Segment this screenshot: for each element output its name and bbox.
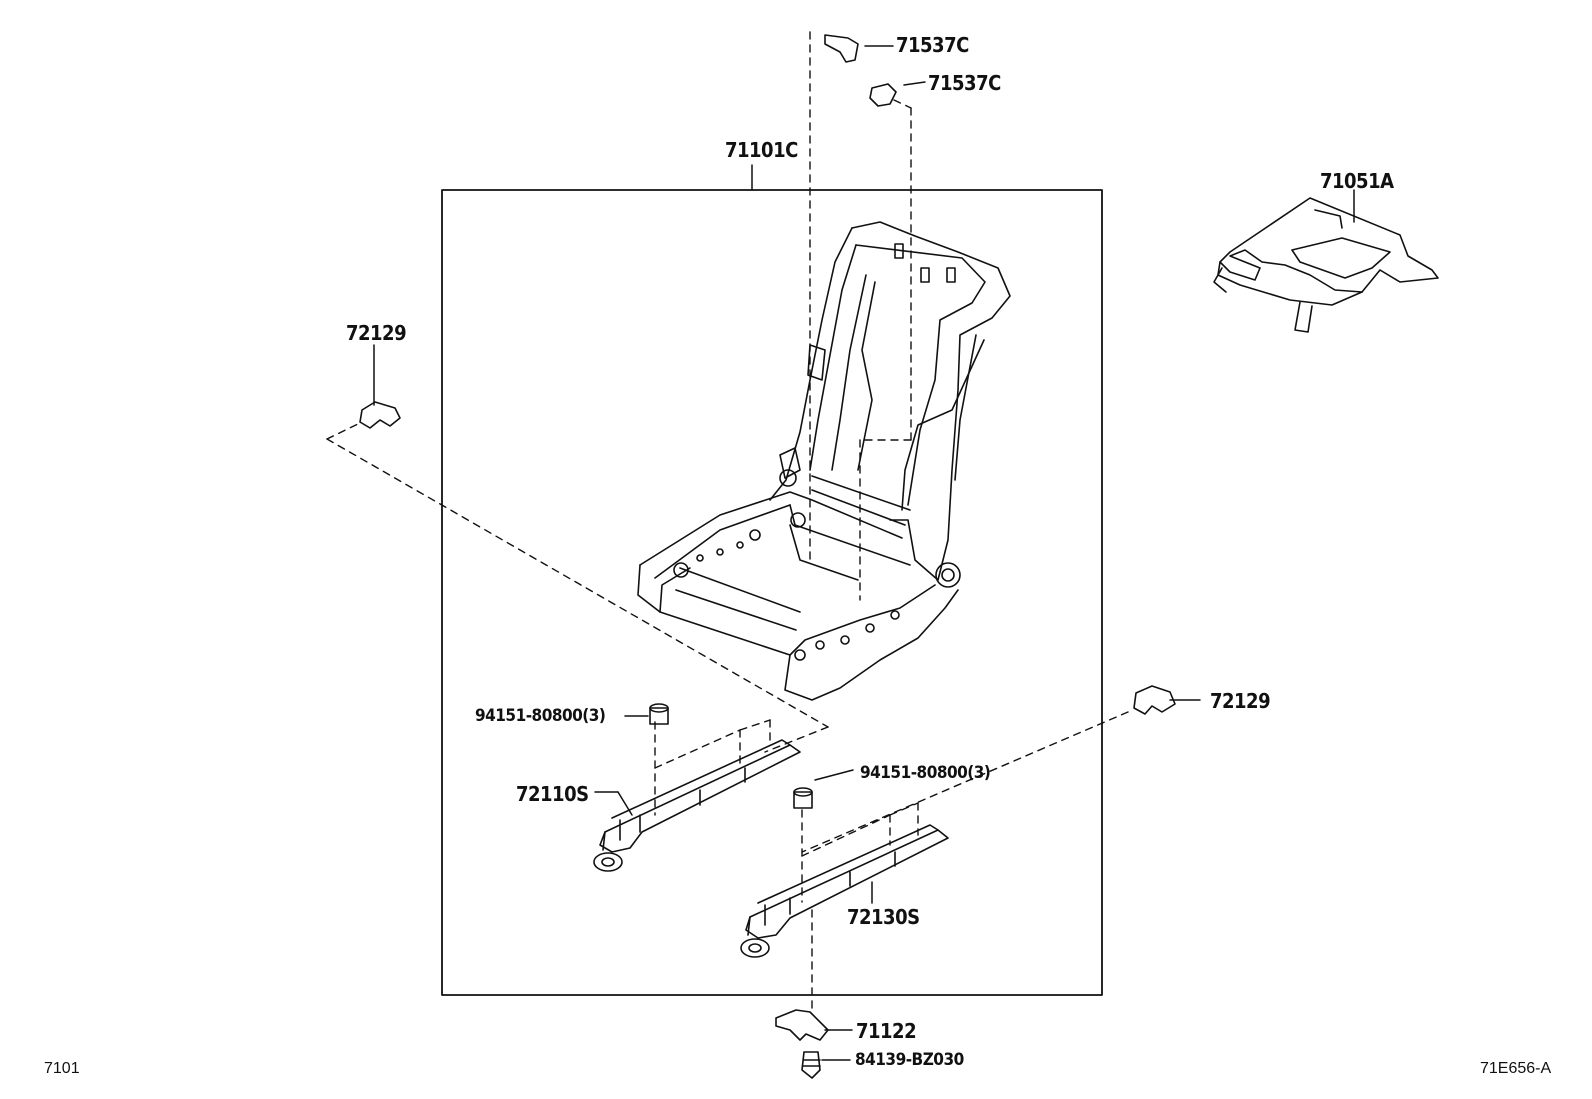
seat-track-72130s-drawing [740, 824, 949, 958]
label-71122: 71122 [856, 1019, 917, 1043]
label-72129-left: 72129 [346, 321, 407, 345]
spring-panel-71051a-drawing [1213, 197, 1439, 333]
diagram-code-left: 7101 [44, 1060, 80, 1077]
label-72130s: 72130S [847, 905, 920, 929]
nut-94151-left-drawing [649, 703, 669, 725]
diagram-code-right: 71E656-A [1480, 1060, 1552, 1077]
clip-72129-right-drawing [1133, 685, 1176, 715]
label-71537c-top: 71537C [896, 33, 969, 57]
clip-71537c-bottom-drawing [869, 83, 897, 107]
pin-84139-drawing [801, 1051, 821, 1079]
label-94151-right: 94151-80800(3) [860, 763, 991, 783]
assembly-box [441, 189, 1103, 996]
reference-dashed-lines [326, 31, 1129, 1013]
label-72129-right: 72129 [1210, 689, 1271, 713]
clip-72129-left-drawing [359, 401, 401, 429]
seat-track-72110s-drawing [593, 739, 801, 872]
label-71051a: 71051A [1320, 169, 1394, 193]
clip-71537c-top-drawing [824, 34, 859, 63]
seat-frame-drawing [637, 221, 1011, 701]
label-71101c: 71101C [725, 138, 798, 162]
nut-94151-right-drawing [793, 787, 813, 809]
label-71537c-bottom: 71537C [928, 71, 1001, 95]
label-72110s: 72110S [516, 782, 589, 806]
label-94151-left: 94151-80800(3) [475, 706, 606, 726]
bracket-71122-drawing [775, 1009, 829, 1041]
label-84139: 84139-BZ030 [855, 1050, 964, 1070]
